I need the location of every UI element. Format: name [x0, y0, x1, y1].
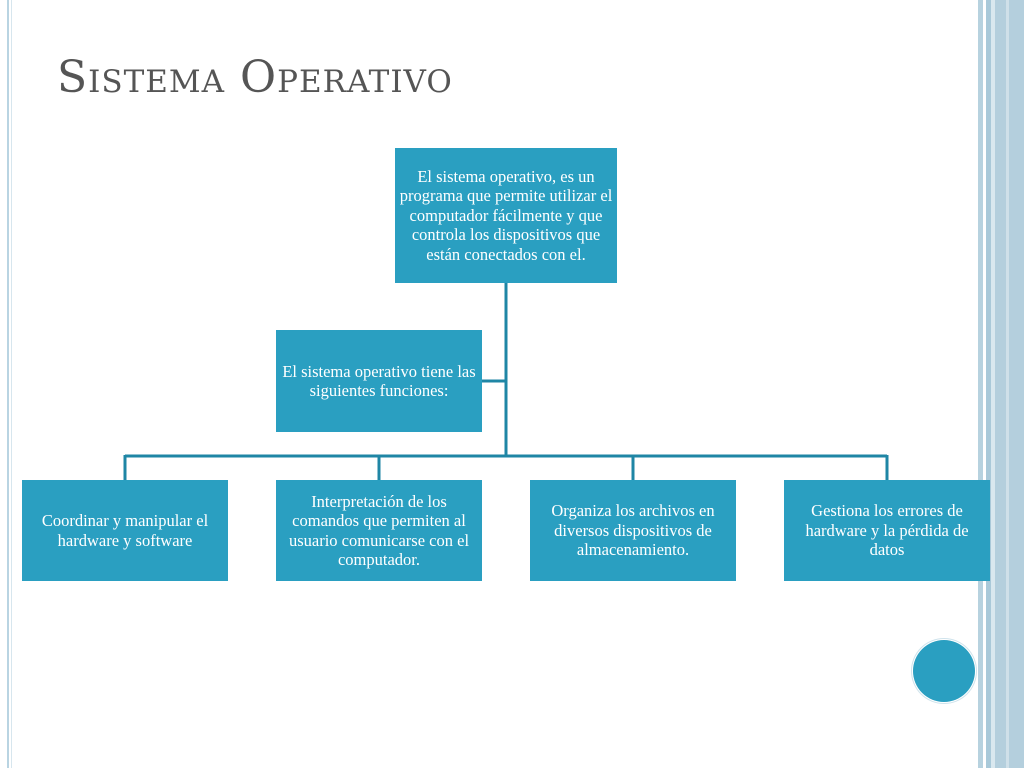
- org-node-assistant: El sistema operativo tiene las siguiente…: [276, 330, 482, 432]
- org-node-child-2-text: Interpretación de los comandos que permi…: [288, 491, 470, 570]
- org-node-root-text: El sistema operativo, es un programa que…: [399, 166, 613, 264]
- left-rule-thin: [11, 0, 12, 768]
- right-stripe: [978, 0, 983, 768]
- org-node-root: El sistema operativo, es un programa que…: [395, 148, 617, 283]
- org-node-assistant-text: El sistema operativo tiene las siguiente…: [282, 361, 476, 401]
- right-stripe-wide: [995, 0, 1024, 768]
- org-node-child-3: Organiza los archivos en diversos dispos…: [530, 480, 736, 581]
- left-rule: [7, 0, 9, 768]
- org-node-child-1-text: Coordinar y manipular el hardware y soft…: [41, 511, 209, 550]
- org-node-child-2: Interpretación de los comandos que permi…: [276, 480, 482, 581]
- org-node-child-4-text: Gestiona los errores de hardware y la pé…: [805, 501, 969, 560]
- right-stripe: [991, 0, 995, 768]
- decorative-circle: [913, 640, 975, 702]
- org-node-child-3-text: Organiza los archivos en diversos dispos…: [551, 501, 715, 560]
- right-stripe-inner: [1006, 0, 1009, 768]
- org-node-child-1: Coordinar y manipular el hardware y soft…: [22, 480, 228, 581]
- right-stripe: [986, 0, 991, 768]
- org-node-child-4: Gestiona los errores de hardware y la pé…: [784, 480, 990, 581]
- right-stripe-gap: [983, 0, 986, 768]
- slide-title: Sistema Operativo: [57, 52, 453, 103]
